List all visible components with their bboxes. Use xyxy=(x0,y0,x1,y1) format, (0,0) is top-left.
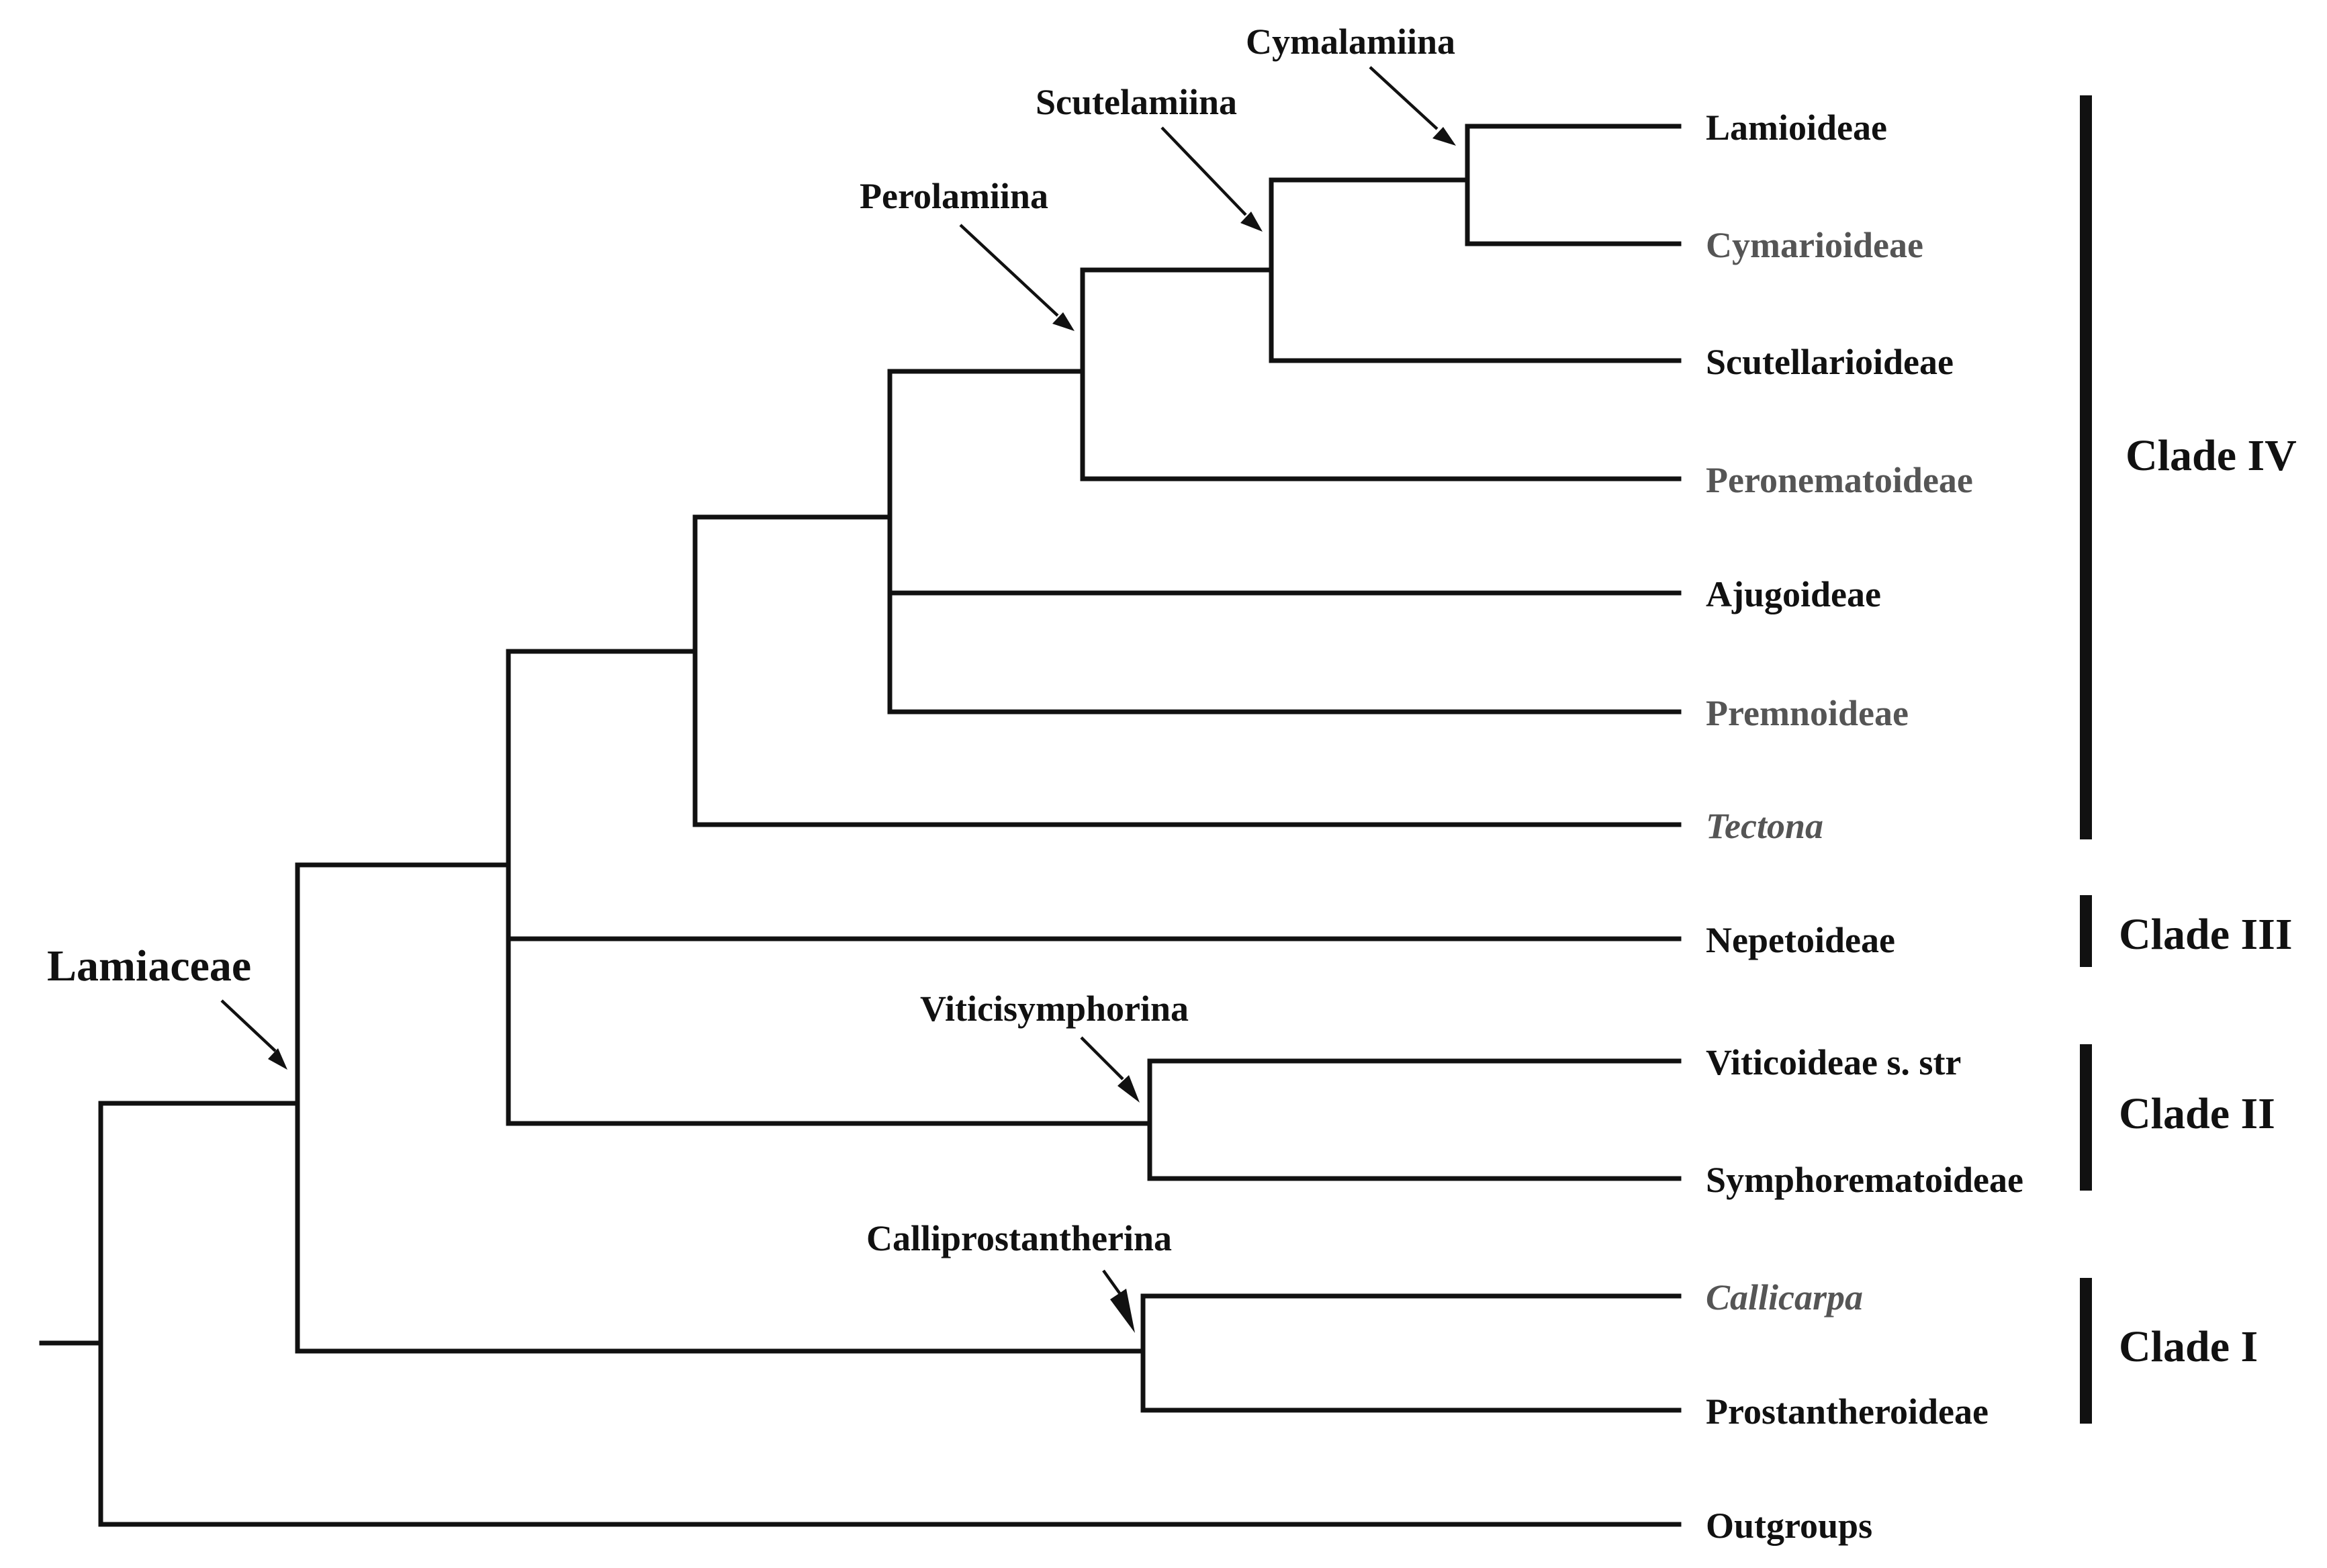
tip-label: Premnoideae xyxy=(1706,693,1909,733)
node-label-lamiaceae: Lamiaceae xyxy=(47,941,251,990)
arrow-cymalamiina xyxy=(1369,66,1456,146)
tip-label: Scutellarioideae xyxy=(1706,342,1954,382)
node-label-calliprostantherina: Calliprostantherina xyxy=(866,1218,1172,1258)
tip-label: Cymarioideae xyxy=(1706,225,1923,265)
arrow-lamiaceae xyxy=(220,999,287,1070)
tip-label: Peronematoideae xyxy=(1706,460,1973,500)
node-label-viticisymphorina: Viticisymphorina xyxy=(920,988,1189,1029)
clade-bar-iv xyxy=(2080,95,2092,839)
tip-label: Outgroups xyxy=(1706,1506,1872,1546)
tip-label: Lamioideae xyxy=(1706,107,1887,148)
node-label-cymalamiina: Cymalamiina xyxy=(1246,21,1455,62)
clade-bar-ii xyxy=(2080,1044,2092,1191)
tip-label: Prostantheroideae xyxy=(1706,1391,1989,1432)
tip-label: Symphorematoideae xyxy=(1706,1160,2023,1200)
arrow-scutelamiina xyxy=(1160,126,1263,232)
tip-label: Viticoideae s. str xyxy=(1706,1042,1961,1082)
node-label-scutelamiina: Scutelamiina xyxy=(1036,82,1237,122)
clade-label-i: Clade I xyxy=(2119,1322,2258,1371)
node-labels: Lamiaceae Perolamiina Scutelamiina Cymal… xyxy=(47,21,1455,1258)
tip-labels: Lamioideae Cymarioideae Scutellarioideae… xyxy=(1706,107,2023,1546)
arrow-perolamiina xyxy=(959,224,1075,331)
clade-bar-iii xyxy=(2080,895,2092,967)
clade-annotations: Clade IV Clade III Clade II Clade I xyxy=(2080,95,2297,1424)
clade-label-iv: Clade IV xyxy=(2126,431,2297,480)
clade-bar-i xyxy=(2080,1278,2092,1424)
tip-label: Callicarpa xyxy=(1706,1277,1863,1318)
arrow-viticisymphorina xyxy=(1080,1036,1140,1103)
clade-label-iii: Clade III xyxy=(2119,910,2293,959)
node-arrows xyxy=(220,66,1456,1333)
arrow-calliprostantherina xyxy=(1102,1269,1135,1333)
tree-branches xyxy=(39,124,1682,1527)
clade-label-ii: Clade II xyxy=(2119,1089,2275,1138)
tip-label: Ajugoideae xyxy=(1706,574,1881,614)
tip-label: Tectona xyxy=(1706,806,1823,846)
tip-label: Nepetoideae xyxy=(1706,920,1895,960)
node-label-perolamiina: Perolamiina xyxy=(860,176,1048,216)
